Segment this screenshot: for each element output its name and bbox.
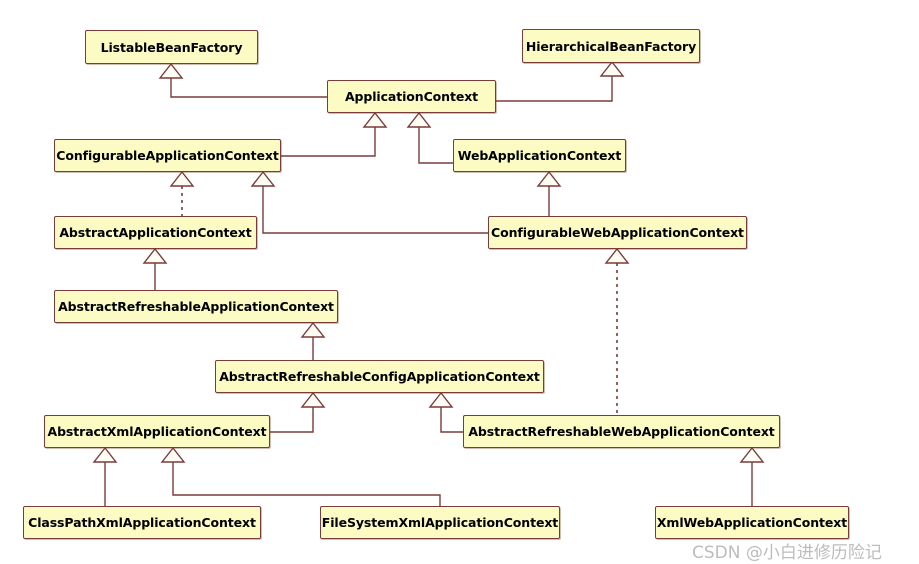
generalization-arrowhead-applicationContext (406, 111, 432, 128)
relation-line-fileSystemXmlApplicationContext-to-abstractXmlApplicationContext (172, 462, 441, 506)
class-box-label: WebApplicationContext (457, 148, 622, 163)
class-box-label: AbstractXmlApplicationContext (47, 424, 267, 439)
generalization-arrowhead-abstractRefreshableConfigApplicationContext (428, 391, 454, 408)
class-box-label: AbstractRefreshableConfigApplicationCont… (219, 369, 540, 384)
class-box-label: ClassPathXmlApplicationContext (28, 515, 256, 530)
class-box-label: AbstractRefreshableWebApplicationContext (468, 424, 775, 439)
relation-line-webApplicationContext-to-applicationContext (418, 127, 453, 164)
class-box-abstractXmlApplicationContext[interactable]: AbstractXmlApplicationContext (44, 415, 270, 448)
generalization-arrowhead-abstractApplicationContext (142, 247, 168, 264)
relation-line-abstractRefreshableWebApplicationContext-to-abstractRefreshableConfigApplicationContext (440, 407, 463, 433)
relation-line-configurableWebApplicationContext-to-configurableApplicationContext (262, 186, 488, 234)
class-box-classPathXmlApplicationContext[interactable]: ClassPathXmlApplicationContext (23, 506, 261, 539)
class-box-xmlWebApplicationContext[interactable]: XmlWebApplicationContext (655, 506, 849, 539)
class-box-label: ConfigurableWebApplicationContext (491, 225, 744, 240)
class-box-abstractRefreshableWebApplicationContext[interactable]: AbstractRefreshableWebApplicationContext (463, 415, 780, 448)
class-box-label: ApplicationContext (344, 89, 479, 104)
generalization-arrowhead-configurableWebApplicationContext (604, 247, 630, 264)
class-box-applicationContext[interactable]: ApplicationContext (327, 80, 496, 113)
generalization-arrowhead-configurableApplicationContext (169, 170, 195, 187)
class-box-configurableApplicationContext[interactable]: ConfigurableApplicationContext (54, 139, 281, 172)
class-box-listableBeanFactory[interactable]: ListableBeanFactory (85, 30, 258, 64)
relation-line-abstractXmlApplicationContext-to-abstractRefreshableConfigApplicationContext (270, 407, 314, 433)
class-box-label: HierarchicalBeanFactory (525, 38, 697, 54)
relation-line-configurableApplicationContext-to-applicationContext (281, 127, 376, 157)
class-box-abstractRefreshableConfigApplicationContext[interactable]: AbstractRefreshableConfigApplicationCont… (215, 360, 544, 393)
class-box-hierarchicalBeanFactory[interactable]: HierarchicalBeanFactory (522, 29, 700, 63)
class-box-label: FileSystemXmlApplicationContext (321, 515, 559, 530)
generalization-arrowhead-abstractXmlApplicationContext (160, 446, 186, 463)
class-box-abstractApplicationContext[interactable]: AbstractApplicationContext (54, 216, 257, 249)
class-box-label: XmlWebApplicationContext (656, 515, 848, 530)
generalization-arrowhead-webApplicationContext (536, 170, 562, 187)
class-box-configurableWebApplicationContext[interactable]: ConfigurableWebApplicationContext (488, 216, 747, 249)
class-box-fileSystemXmlApplicationContext[interactable]: FileSystemXmlApplicationContext (320, 506, 560, 539)
class-box-label: ListableBeanFactory (100, 39, 243, 55)
generalization-arrowhead-hierarchicalBeanFactory (599, 60, 625, 77)
class-box-label: ConfigurableApplicationContext (56, 148, 279, 163)
class-box-label: AbstractRefreshableApplicationContext (58, 299, 334, 314)
class-box-abstractRefreshableApplicationContext[interactable]: AbstractRefreshableApplicationContext (54, 290, 338, 323)
relation-line-applicationContext-to-hierarchicalBeanFactory (496, 76, 613, 102)
csdn-watermark: CSDN @小白进修历险记 (692, 543, 882, 563)
generalization-arrowhead-abstractRefreshableWebApplicationContext (739, 446, 765, 463)
generalization-arrowhead-applicationContext (362, 111, 388, 128)
generalization-arrowhead-abstractXmlApplicationContext (92, 446, 118, 463)
generalization-arrowhead-configurableApplicationContext (250, 170, 276, 187)
relation-line-applicationContext-to-listableBeanFactory (170, 78, 327, 98)
generalization-arrowhead-abstractRefreshableApplicationContext (300, 321, 326, 338)
class-box-webApplicationContext[interactable]: WebApplicationContext (453, 139, 626, 172)
class-box-label: AbstractApplicationContext (59, 225, 252, 240)
generalization-arrowhead-listableBeanFactory (158, 62, 184, 79)
generalization-arrowhead-abstractRefreshableConfigApplicationContext (300, 391, 326, 408)
